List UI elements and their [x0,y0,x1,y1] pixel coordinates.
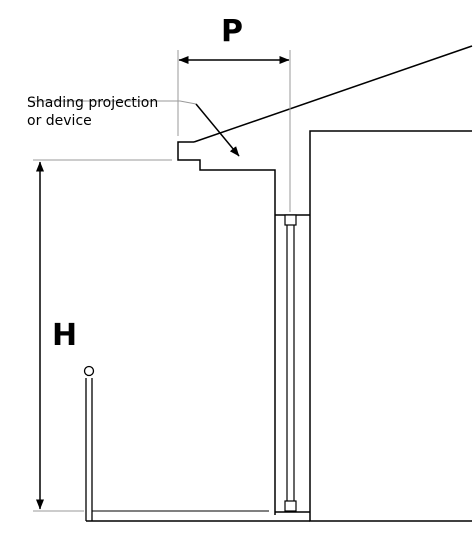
post-pin-icon [83,365,95,377]
shading-note-line-1: Shading projection [27,95,159,111]
shading-note-line-2: or device [27,113,92,129]
projection-label: P [221,14,243,49]
leader-arrow [195,103,240,157]
window-frame [275,214,310,513]
height-label: H [52,318,78,353]
building-wall [309,130,472,522]
roof-line [193,45,473,143]
reference-post [83,365,95,521]
shading-note: Shading projection or device [27,94,158,130]
guide-lines [28,50,291,512]
overhang-profile [177,141,276,515]
